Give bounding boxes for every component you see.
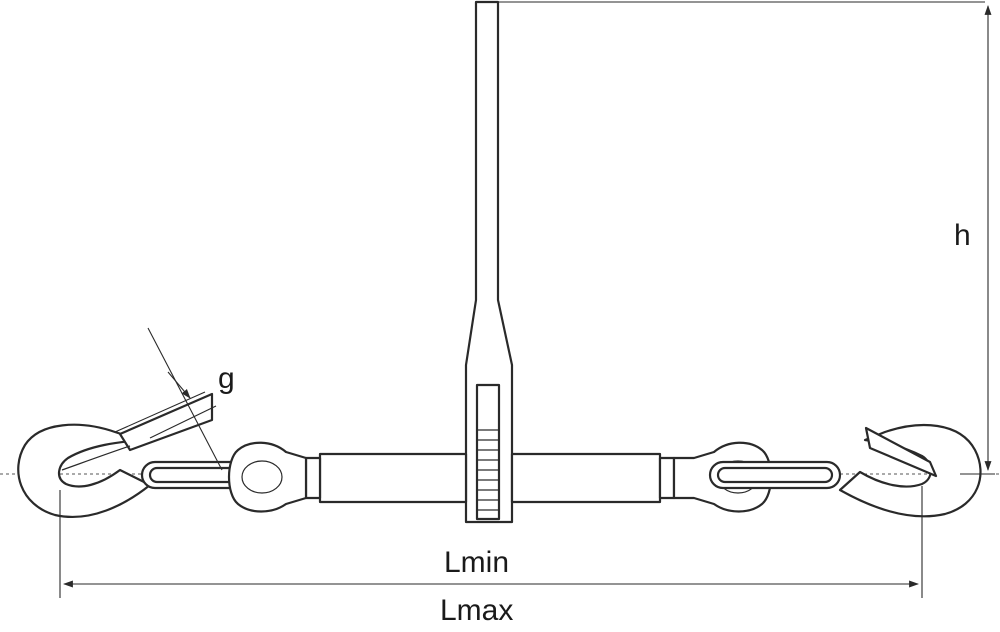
left-eye [228, 441, 308, 513]
gap-label: g [218, 362, 235, 395]
left-hook [17, 392, 214, 519]
gap-dimension [114, 327, 223, 471]
length-dimension [59, 486, 923, 598]
length-max-label: Lmax [440, 594, 513, 627]
right-link [708, 460, 842, 490]
height-label: h [954, 219, 971, 252]
length-min-label: Lmin [444, 546, 509, 579]
ratchet-barrel [304, 452, 676, 504]
ratchet-teeth [478, 429, 498, 511]
height-dimension [498, 1, 995, 475]
right-hook [838, 423, 982, 518]
ratchet-handle [464, 0, 514, 524]
